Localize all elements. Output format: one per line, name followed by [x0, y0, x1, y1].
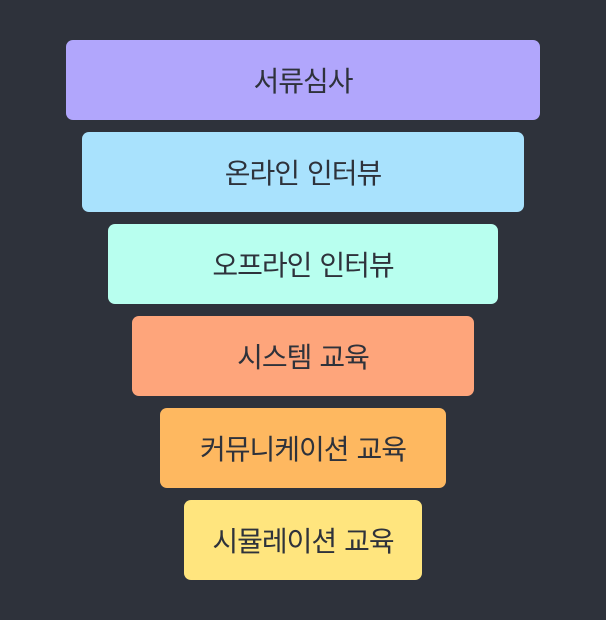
funnel-stage-offline-interview: 오프라인 인터뷰	[108, 224, 498, 304]
funnel-stage-communication-training: 커뮤니케이션 교육	[160, 408, 446, 488]
stage-label: 온라인 인터뷰	[224, 157, 382, 190]
funnel-stage-document-review: 서류심사	[66, 40, 540, 120]
stage-label: 커뮤니케이션 교육	[200, 433, 407, 466]
stage-label: 시뮬레이션 교육	[212, 525, 394, 558]
funnel-stage-online-interview: 온라인 인터뷰	[82, 132, 524, 212]
funnel-stage-simulation-training: 시뮬레이션 교육	[184, 500, 422, 580]
stage-label: 시스템 교육	[237, 341, 370, 374]
funnel-stage-system-training: 시스템 교육	[132, 316, 474, 396]
stage-label: 오프라인 인터뷰	[212, 249, 394, 282]
stage-label: 서류심사	[253, 65, 353, 98]
